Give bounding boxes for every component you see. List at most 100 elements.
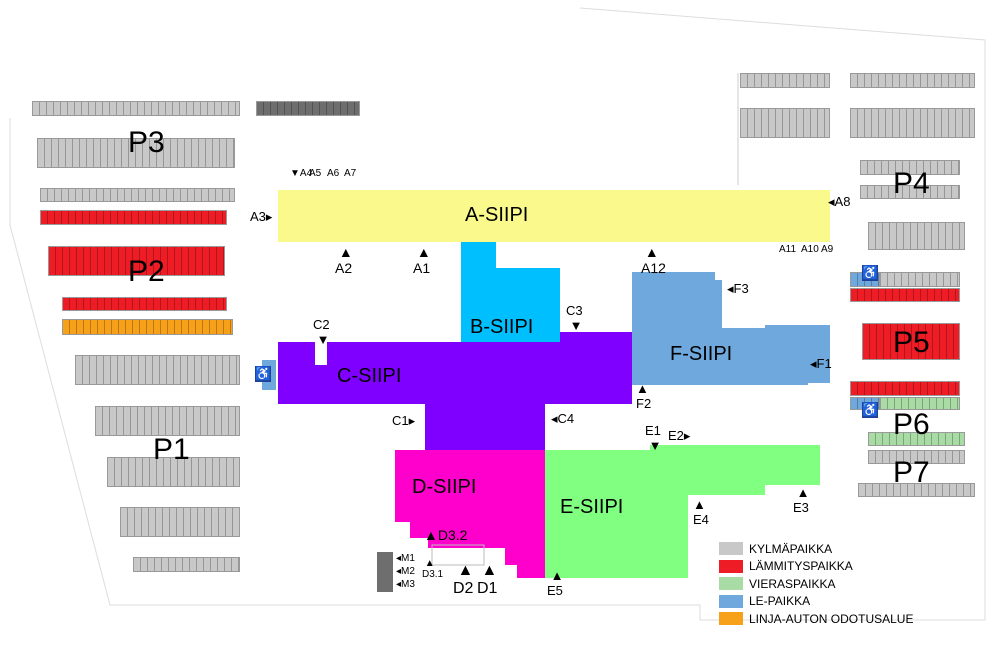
parking-label-p1: P1 bbox=[153, 433, 190, 466]
parking-row bbox=[868, 432, 965, 446]
parking-row bbox=[32, 101, 240, 116]
parking-row bbox=[62, 297, 227, 311]
door-a5: A5 bbox=[309, 168, 322, 179]
parking-row bbox=[40, 188, 235, 202]
door-a12: ▲A12 bbox=[641, 244, 666, 276]
door-a10: A10 bbox=[801, 244, 819, 255]
door-m1: ◂M1 bbox=[396, 553, 415, 564]
parking-row bbox=[107, 457, 240, 487]
legend-swatch bbox=[719, 542, 743, 556]
door-d3-1: ▲D3.1 bbox=[422, 558, 444, 580]
door-e3: ▲E3 bbox=[793, 485, 810, 515]
wing-label-b: B-SIIPI bbox=[470, 316, 534, 338]
parking-row bbox=[850, 288, 960, 302]
accessible-parking-icon: ♿ bbox=[862, 402, 879, 418]
legend: KYLMÄPAIKKA LÄMMITYSPAIKKA VIERASPAIKKA … bbox=[719, 540, 913, 628]
parking-row bbox=[37, 138, 235, 168]
door-a3: A3▸ bbox=[250, 209, 273, 224]
door-f3: ◂F3 bbox=[727, 281, 749, 296]
parking-row bbox=[95, 406, 240, 436]
accessible-parking-icon: ♿ bbox=[862, 265, 879, 281]
door-d1: ▲D1 bbox=[477, 562, 498, 597]
wing-d-shape bbox=[395, 450, 545, 578]
parking-row bbox=[868, 450, 965, 464]
legend-item-heated: LÄMMITYSPAIKKA bbox=[719, 558, 913, 576]
wing-label-a: A-SIIPI bbox=[465, 204, 529, 226]
door-e5: ▲E5 bbox=[547, 568, 564, 598]
legend-swatch bbox=[719, 612, 743, 626]
motorcycle-parking bbox=[377, 552, 393, 592]
wing-label-f: F-SIIPI bbox=[670, 343, 733, 365]
parking-row bbox=[40, 210, 227, 225]
legend-label: LINJA-AUTON ODOTUSALUE bbox=[749, 611, 914, 626]
door-a8: ◂A8 bbox=[828, 194, 851, 209]
door-a1: ▲A1 bbox=[413, 244, 431, 276]
door-e2: E2▸ bbox=[668, 428, 691, 443]
door-c1: C1▸ bbox=[392, 413, 416, 428]
door-f2: ▲F2 bbox=[636, 381, 652, 411]
door-a11: A11 bbox=[779, 244, 797, 255]
parking-row bbox=[740, 73, 830, 88]
door-d2: ▲D2 bbox=[453, 562, 474, 597]
bus-waiting-area bbox=[62, 319, 233, 335]
legend-swatch bbox=[719, 559, 743, 573]
parking-label-p7: P7 bbox=[893, 456, 930, 489]
legend-item-bus: LINJA-AUTON ODOTUSALUE bbox=[719, 610, 913, 628]
parking-label-p4: P4 bbox=[893, 167, 930, 200]
accessible-parking-icon: ♿ bbox=[255, 366, 272, 382]
parking-row bbox=[48, 246, 225, 276]
parking-row bbox=[133, 557, 240, 572]
legend-label: VIERASPAIKKA bbox=[749, 576, 836, 591]
door-a6: A6 bbox=[327, 168, 340, 179]
door-e1: E1 ▼ bbox=[645, 423, 662, 453]
door-f1: ◂F1 bbox=[810, 356, 832, 371]
wing-label-c: C-SIIPI bbox=[337, 365, 402, 387]
parking-row bbox=[75, 355, 240, 385]
parking-row bbox=[850, 73, 975, 88]
wing-label-d: D-SIIPI bbox=[412, 476, 477, 498]
parking-row bbox=[256, 101, 360, 116]
legend-item-accessible: LE-PAIKKA bbox=[719, 593, 913, 611]
door-d3-2: ▲D3.2 bbox=[424, 527, 468, 543]
parking-row bbox=[850, 381, 960, 396]
wing-b-shape bbox=[461, 242, 560, 342]
parking-label-p5: P5 bbox=[893, 326, 930, 359]
legend-item-cold: KYLMÄPAIKKA bbox=[719, 540, 913, 558]
parking-row bbox=[860, 185, 960, 199]
door-a4: ▼A4 bbox=[290, 168, 313, 179]
parking-row bbox=[880, 272, 960, 287]
door-a7: A7 bbox=[344, 168, 357, 179]
parking-row bbox=[120, 507, 240, 537]
door-a2: ▲A2 bbox=[335, 244, 353, 276]
site-boundary bbox=[9, 7, 986, 621]
door-c2: C2 ▼ bbox=[313, 317, 330, 347]
door-e4: ▲E4 bbox=[693, 497, 709, 527]
parking-row bbox=[860, 160, 960, 175]
stairs bbox=[431, 544, 485, 566]
door-c3: C3 ▼ bbox=[566, 303, 583, 333]
wing-a-shape bbox=[278, 190, 830, 242]
door-a9: A9 bbox=[821, 244, 834, 255]
parking-label-p2: P2 bbox=[128, 255, 165, 288]
parking-label-p6: P6 bbox=[893, 408, 930, 441]
wing-f-shape bbox=[632, 272, 830, 385]
door-m3: ◂M3 bbox=[396, 579, 415, 590]
door-c4: ◂C4 bbox=[551, 411, 575, 426]
parking-row bbox=[850, 108, 975, 138]
wing-label-e: E-SIIPI bbox=[560, 496, 624, 518]
door-m2: ◂M2 bbox=[396, 566, 415, 577]
parking-row bbox=[740, 108, 830, 138]
wing-e-shape bbox=[545, 445, 820, 578]
legend-label: LE-PAIKKA bbox=[749, 594, 811, 609]
parking-row bbox=[868, 222, 965, 250]
legend-swatch bbox=[719, 577, 743, 591]
legend-item-guest: VIERASPAIKKA bbox=[719, 575, 913, 593]
parking-row bbox=[862, 323, 960, 360]
parking-row bbox=[880, 397, 960, 410]
parking-label-p3: P3 bbox=[128, 126, 165, 159]
legend-label: KYLMÄPAIKKA bbox=[749, 541, 833, 556]
wing-c-shape bbox=[278, 332, 632, 450]
parking-row bbox=[858, 483, 975, 497]
